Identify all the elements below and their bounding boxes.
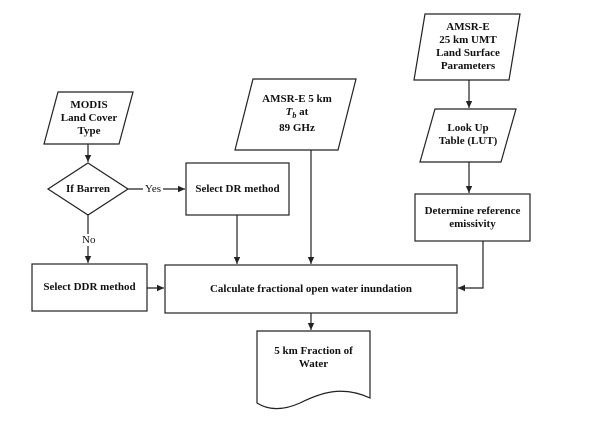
ref-emissivity-label: Determine reference emissivity xyxy=(415,194,530,241)
modis-line-3: Type xyxy=(77,124,101,137)
tb-subscript: b xyxy=(292,111,297,121)
lut-line-1: Look Up xyxy=(447,122,489,134)
modis-line-1: MODIS xyxy=(70,98,108,111)
output-line-2: Water xyxy=(298,358,329,370)
amsre-tb-input-shape xyxy=(234,78,357,151)
amsre-umt-line-4: Parameters xyxy=(440,60,496,72)
modis-input-shape xyxy=(43,91,134,145)
modis-line-2: Land Cover xyxy=(60,111,118,124)
ddr-method-box xyxy=(31,263,148,312)
tb-symbol: T xyxy=(285,105,293,118)
dr-method-box xyxy=(185,162,290,216)
amsre-tb-line-2: Tb at xyxy=(286,106,309,122)
decision-label: If Barren xyxy=(65,182,111,195)
amsre-umt-line-3: Land Surface xyxy=(436,47,500,59)
amsre-tb-label: AMSR-E 5 km Tb at 89 GHz xyxy=(248,82,346,146)
dr-method-label: Select DR method xyxy=(195,182,280,195)
ref-emissivity-line-2: emissivity xyxy=(449,217,496,230)
output-line-1: 5 km Fraction of xyxy=(274,345,353,357)
lut-label: Look Up Table (LUT) xyxy=(426,111,510,159)
amsre-tb-line-3: 89 GHz xyxy=(279,122,315,135)
output-label: 5 km Fraction of Water xyxy=(257,340,370,376)
arrow-emissivity-to-calc xyxy=(458,241,484,292)
ref-emissivity-line-1: Determine reference xyxy=(424,204,521,217)
amsre-umt-line-1: AMSR-E xyxy=(446,21,490,33)
output-document-shape xyxy=(256,330,371,410)
amsre-umt-input-shape xyxy=(413,13,521,81)
lut-shape xyxy=(419,108,517,163)
amsre-tb-line-1: AMSR-E 5 km xyxy=(262,92,332,105)
tb-at: at xyxy=(296,105,309,118)
amsre-umt-line-2: 25 km UMT xyxy=(439,34,497,46)
yes-label: Yes xyxy=(143,183,164,195)
ddr-method-label: Select DDR method xyxy=(43,281,136,293)
ref-emissivity-box xyxy=(414,193,531,242)
lut-line-2: Table (LUT) xyxy=(438,135,498,147)
no-label: No xyxy=(80,234,98,246)
modis-label: MODIS Land Cover Type xyxy=(46,94,132,142)
calc-label: Calculate fractional open water inundati… xyxy=(209,282,413,295)
amsre-umt-label: AMSR-E 25 km UMT Land Surface Parameters xyxy=(420,16,516,78)
